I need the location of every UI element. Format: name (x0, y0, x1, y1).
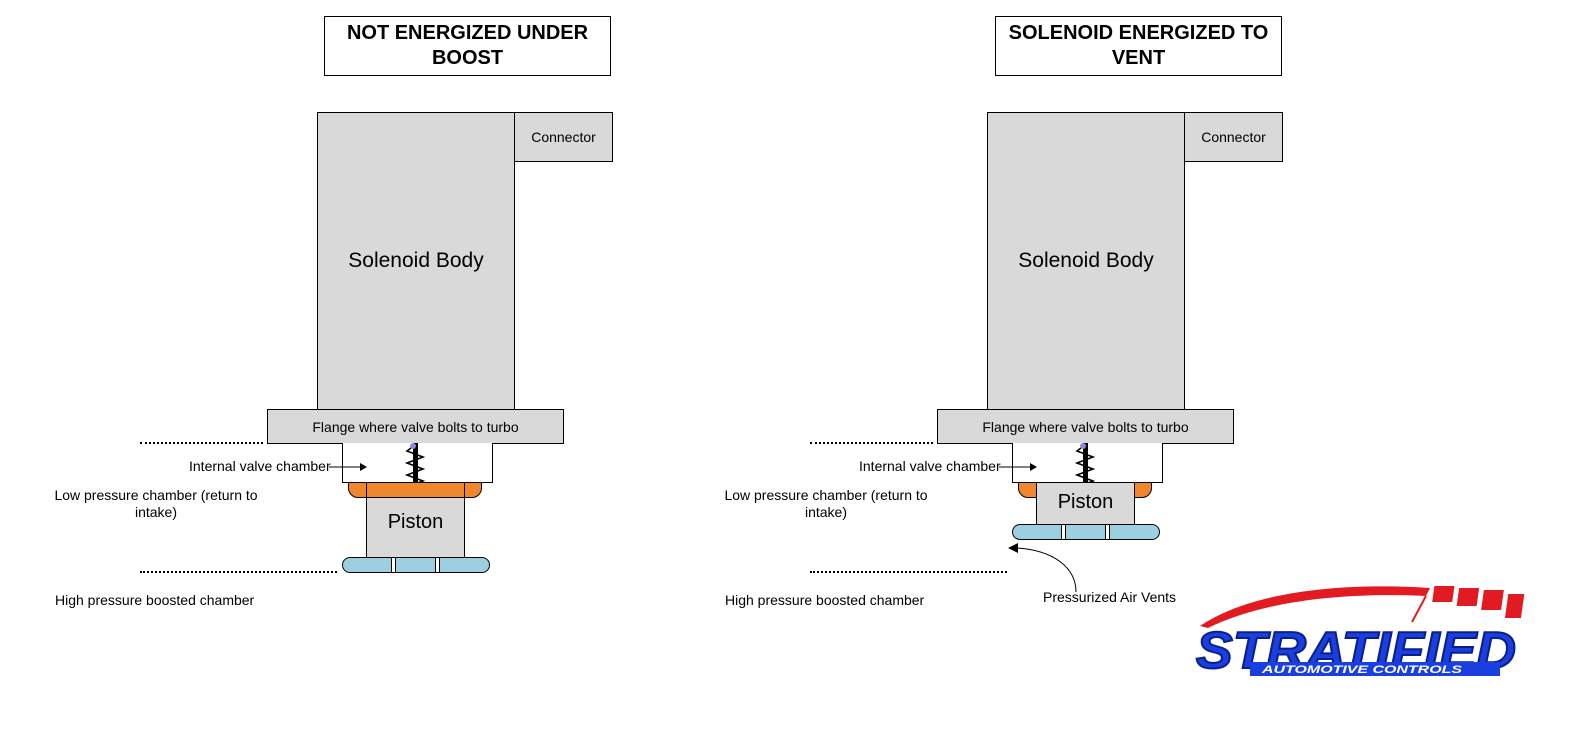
left-high-pressure-label: High pressure boosted chamber (55, 592, 255, 608)
right-vent-plate (1012, 524, 1160, 540)
right-vent-hole (1105, 525, 1110, 539)
left-low-pressure-line (140, 442, 263, 444)
right-spring-icon (1074, 443, 1096, 485)
right-low-pressure-line (810, 442, 933, 444)
left-solenoid-body: Solenoid Body (317, 112, 515, 410)
stratified-logo: STRATIFIED AUTOMOTIVE CONTROLS (1195, 586, 1525, 681)
left-vent-hole (435, 558, 440, 572)
left-title: NOT ENERGIZED UNDER BOOST (324, 16, 611, 76)
left-vent-hole (391, 558, 396, 572)
left-piston: Piston (366, 497, 465, 559)
right-piston: Piston (1036, 482, 1135, 525)
right-connector: Connector (1184, 112, 1283, 162)
right-title: SOLENOID ENERGIZED TO VENT (995, 16, 1282, 76)
right-vents-label: Pressurized Air Vents (1043, 589, 1177, 605)
left-flange: Flange where valve bolts to turbo (267, 409, 564, 444)
right-solenoid-body: Solenoid Body (987, 112, 1185, 410)
left-arrow-icon (329, 463, 367, 471)
left-spring-icon (404, 443, 426, 485)
right-vent-hole (1061, 525, 1066, 539)
right-curved-arrow-icon (1008, 543, 1077, 593)
right-high-pressure-line (810, 571, 1007, 573)
left-seal-divider (464, 482, 465, 498)
left-connector: Connector (514, 112, 613, 162)
right-high-pressure-label: High pressure boosted chamber (725, 592, 925, 608)
logo-tagline: AUTOMOTIVE CONTROLS (1261, 664, 1463, 676)
left-internal-chamber-label: Internal valve chamber (189, 458, 331, 474)
right-flange: Flange where valve bolts to turbo (937, 409, 1234, 444)
left-high-pressure-line (140, 571, 337, 573)
left-piston-seal (348, 482, 482, 498)
left-seal-divider (366, 482, 367, 498)
left-low-pressure-label: Low pressure chamber (return to intake) (54, 487, 258, 520)
right-internal-chamber-label: Internal valve chamber (859, 458, 1001, 474)
right-low-pressure-label: Low pressure chamber (return to intake) (724, 487, 928, 520)
right-arrow-icon (999, 463, 1037, 471)
left-vent-plate (342, 557, 490, 573)
